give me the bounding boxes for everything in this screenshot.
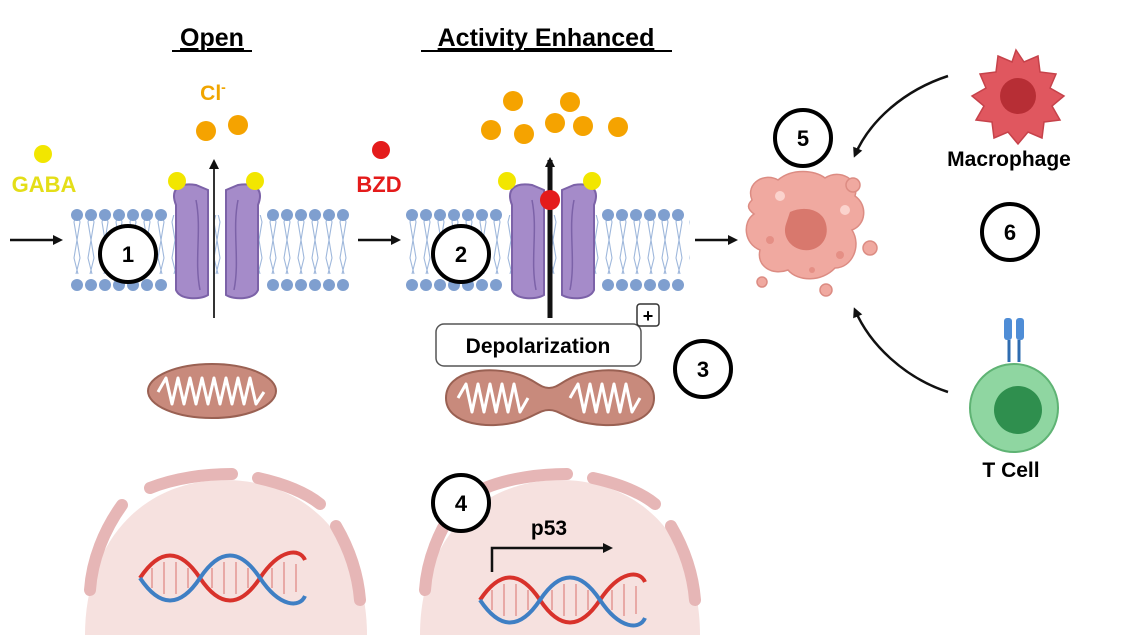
- lipid-head: [85, 279, 97, 291]
- gaba-molecule: [34, 145, 52, 163]
- dna-helix-right: [478, 572, 647, 628]
- lipid-head: [658, 279, 670, 291]
- gaba-bound-right-2: [583, 172, 601, 190]
- t-cell-label: T Cell: [982, 459, 1039, 482]
- lipid-head: [99, 209, 111, 221]
- chloride-ion-left-1: [196, 121, 216, 141]
- chloride-ion-left-2: [228, 115, 248, 135]
- lipid-head: [476, 279, 488, 291]
- svg-text:5: 5: [797, 126, 809, 151]
- lipid-head: [337, 209, 349, 221]
- svg-text:6: 6: [1004, 220, 1016, 245]
- lipid-head: [644, 279, 656, 291]
- step-6-marker: 6: [980, 202, 1040, 262]
- lipid-head: [71, 279, 83, 291]
- gaba-bound-left-1: [168, 172, 186, 190]
- svg-text:4: 4: [455, 491, 468, 516]
- lipid-head: [295, 209, 307, 221]
- lipid-head: [616, 279, 628, 291]
- lipid-head: [476, 209, 488, 221]
- gaba-receptor-channel-right: [509, 183, 597, 300]
- lipid-head: [99, 279, 111, 291]
- step-3-marker: 3: [673, 339, 733, 399]
- lipid-head: [155, 279, 167, 291]
- svg-text:2: 2: [455, 242, 467, 267]
- step-2-marker: 2: [431, 224, 491, 284]
- svg-text:Depolarization: Depolarization: [466, 335, 611, 358]
- lipid-head: [267, 209, 279, 221]
- lipid-head: [71, 209, 83, 221]
- gaba-bound-right-1: [498, 172, 516, 190]
- lipid-head: [434, 209, 446, 221]
- lipid-head: [155, 209, 167, 221]
- step-4-marker: 4: [431, 473, 491, 533]
- lipid-head: [490, 209, 502, 221]
- lipid-head: [141, 279, 153, 291]
- mitochondrion-normal: [147, 363, 277, 419]
- lipid-head: [462, 209, 474, 221]
- lipid-head: [644, 209, 656, 221]
- positive-charge-badge: +: [636, 303, 660, 327]
- lipid-head: [281, 209, 293, 221]
- lipid-head: [602, 279, 614, 291]
- macrophage-cell: [970, 48, 1066, 146]
- lipid-head: [420, 279, 432, 291]
- lipid-head: [490, 279, 502, 291]
- lipid-head: [337, 279, 349, 291]
- lipid-head: [672, 209, 684, 221]
- p53-label: p53: [531, 517, 567, 540]
- svg-text:+: +: [643, 306, 654, 326]
- macrophage-to-tumor-arrow: [853, 74, 949, 158]
- lipid-head: [420, 209, 432, 221]
- lipid-head: [323, 209, 335, 221]
- lipid-head: [448, 209, 460, 221]
- chloride-label: Cl-: [200, 79, 226, 105]
- gaba-bound-left-2: [246, 172, 264, 190]
- svg-text:3: 3: [697, 357, 709, 382]
- mitochondrion-fissioning: [444, 369, 656, 427]
- lipid-head: [658, 209, 670, 221]
- t-cell-to-tumor-arrow: [853, 307, 949, 394]
- lipid-head: [602, 209, 614, 221]
- p53-transcription-arrow: [490, 543, 613, 572]
- t-cell: [969, 318, 1059, 453]
- gaba-label: GABA: [12, 172, 77, 197]
- lipid-head: [309, 209, 321, 221]
- lipid-head: [127, 209, 139, 221]
- bzd-molecule: [372, 141, 390, 159]
- dna-helix-left: [138, 550, 307, 606]
- lipid-head: [434, 279, 446, 291]
- lipid-head: [295, 279, 307, 291]
- bzd-bound: [540, 190, 560, 210]
- chloride-ion-cluster: [481, 91, 628, 144]
- bzd-label: BZD: [356, 172, 401, 197]
- lipid-head: [141, 209, 153, 221]
- depolarization-box: Depolarization: [435, 323, 642, 367]
- heading-open: Open: [180, 24, 244, 52]
- lipid-head: [630, 279, 642, 291]
- lipid-head: [113, 209, 125, 221]
- svg-text:1: 1: [122, 242, 134, 267]
- step-5-marker: 5: [773, 108, 833, 168]
- lipid-head: [267, 279, 279, 291]
- step-1-marker: 1: [98, 224, 158, 284]
- lipid-head: [406, 209, 418, 221]
- lipid-head: [616, 209, 628, 221]
- lipid-head: [630, 209, 642, 221]
- tumor-cell-fragmented: [745, 170, 878, 297]
- macrophage-label: Macrophage: [947, 148, 1071, 171]
- lipid-head: [85, 209, 97, 221]
- gaba-receptor-channel-left: [173, 183, 261, 300]
- lipid-head: [281, 279, 293, 291]
- heading-activity-enhanced: Activity Enhanced: [438, 24, 655, 52]
- lipid-head: [672, 279, 684, 291]
- lipid-head: [323, 279, 335, 291]
- lipid-head: [406, 279, 418, 291]
- lipid-head: [309, 279, 321, 291]
